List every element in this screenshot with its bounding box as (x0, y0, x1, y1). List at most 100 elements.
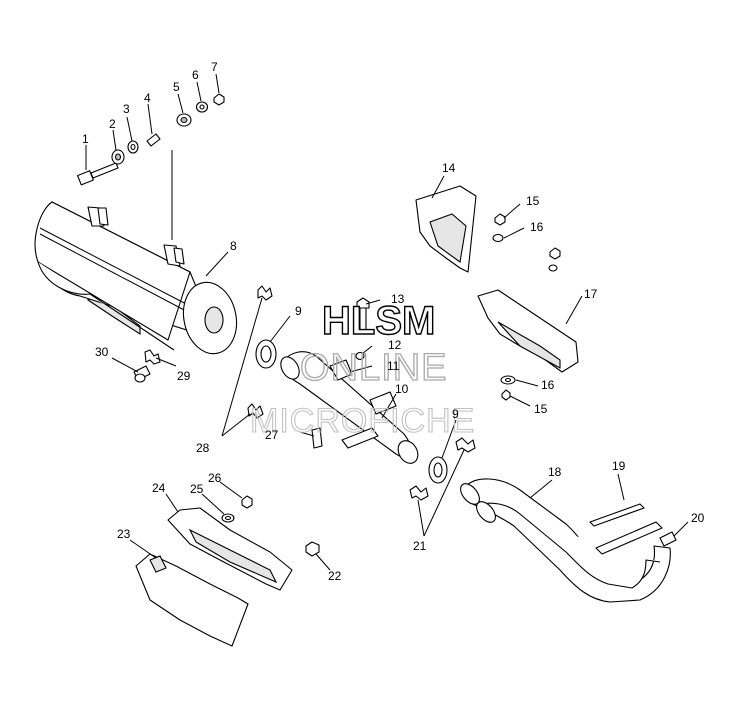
spring-part-21-lower[interactable] (409, 485, 429, 501)
leader-18 (529, 479, 553, 499)
watermark-line-1: HLSM (322, 299, 435, 343)
stud-part-20[interactable] (659, 531, 677, 547)
callout-6: 6 (192, 68, 199, 82)
nut-part-15-lower[interactable] (501, 389, 511, 401)
spring-part-28-upper[interactable] (257, 285, 273, 301)
washer-part-3[interactable] (127, 140, 139, 154)
gasket-part-9-right[interactable] (428, 456, 448, 484)
leader-28-a (221, 297, 263, 437)
leader-28-b (221, 413, 251, 437)
exhaust-pipe-part-10[interactable] (277, 351, 422, 467)
leader-15-upper (503, 203, 521, 219)
screw-part-26[interactable] (241, 495, 253, 509)
heat-shield-bracket-part-14[interactable] (415, 185, 477, 273)
callout-9-left: 9 (295, 304, 302, 318)
callout-21: 21 (413, 539, 427, 553)
washer-part-12[interactable] (355, 351, 365, 361)
nut-part-7[interactable] (213, 93, 225, 106)
callout-18: 18 (548, 465, 562, 479)
callout-23: 23 (117, 527, 131, 541)
leader-16-lower (515, 379, 539, 387)
callout-20: 20 (691, 511, 705, 525)
callout-14: 14 (442, 161, 456, 175)
watermark-line-3: MICROFICHE (250, 402, 475, 440)
leader-16-upper (503, 227, 525, 239)
callout-9-right: 9 (452, 407, 459, 421)
muffler-part-8[interactable] (34, 201, 243, 359)
heat-shield-part-24[interactable] (167, 507, 293, 591)
leader-21-b (417, 499, 425, 537)
callout-30: 30 (95, 345, 109, 359)
callout-24: 24 (152, 481, 166, 495)
callout-27: 27 (265, 428, 279, 442)
spring-part-29[interactable] (144, 349, 161, 365)
leader-27 (299, 431, 315, 437)
stud-part-27[interactable] (311, 427, 323, 449)
leader-23 (129, 539, 157, 559)
exhaust-manifold-part-18[interactable] (457, 478, 671, 603)
leader-3 (126, 116, 133, 142)
gasket-part-19[interactable] (589, 503, 645, 527)
leader-5 (177, 93, 184, 114)
nut-part-22[interactable] (305, 541, 320, 557)
nut-part-15-upper[interactable] (494, 213, 506, 226)
grommet-part-2[interactable] (111, 149, 125, 165)
callout-2: 2 (109, 117, 116, 131)
bolt-part-13[interactable] (356, 297, 370, 333)
callout-25: 25 (190, 482, 204, 496)
callout-22: 22 (328, 569, 342, 583)
callout-13: 13 (391, 292, 405, 306)
callout-15-upper: 15 (526, 194, 540, 208)
leader-19 (617, 473, 625, 501)
callout-7: 7 (211, 60, 218, 74)
callout-12: 12 (388, 338, 402, 352)
leader-4 (147, 103, 153, 135)
callout-16-upper: 16 (530, 220, 544, 234)
leader-20 (673, 521, 689, 537)
callout-16-lower: 16 (541, 378, 555, 392)
washer-part-16-upper[interactable] (492, 233, 504, 243)
leader-12 (361, 345, 373, 355)
callout-1: 1 (82, 132, 89, 146)
spring-part-28-lower[interactable] (247, 403, 264, 419)
callout-8: 8 (230, 239, 237, 253)
callout-3: 3 (123, 102, 130, 116)
watermark-line-2: ONLINE (300, 347, 447, 389)
callout-19: 19 (612, 459, 626, 473)
gasket-part-9-left[interactable] (255, 339, 277, 369)
washer-part-6[interactable] (195, 101, 209, 113)
callout-26: 26 (208, 471, 222, 485)
leader-11 (349, 365, 373, 373)
spring-bracket-part-11[interactable] (341, 427, 379, 449)
leader-10 (381, 393, 397, 419)
washer-part-16-lower[interactable] (500, 375, 516, 385)
mounting-bracket-part-17[interactable] (477, 289, 579, 373)
callout-15-lower: 15 (534, 402, 548, 416)
leader-2 (112, 129, 117, 151)
bushing-part-5[interactable] (176, 113, 192, 127)
spring-part-21-upper[interactable] (455, 437, 476, 453)
bolt-part-1[interactable] (77, 162, 119, 186)
leader-25 (201, 493, 225, 515)
nut-part-15-extra[interactable] (548, 247, 561, 272)
leader-29 (155, 357, 177, 367)
leader-8 (205, 251, 229, 277)
leader-30 (111, 357, 139, 373)
leader-14 (431, 175, 445, 199)
leader-9-right (441, 419, 457, 459)
leader-15-lower (509, 395, 531, 407)
callout-10: 10 (395, 382, 409, 396)
leader-17 (565, 295, 583, 325)
sleeve-part-4[interactable] (146, 133, 161, 147)
heat-shield-part-23[interactable] (135, 553, 249, 647)
screw-part-30[interactable] (133, 365, 151, 383)
washer-part-25[interactable] (221, 513, 235, 523)
callout-28: 28 (196, 441, 210, 455)
leader-21-a (423, 449, 465, 537)
callout-17: 17 (584, 287, 598, 301)
callout-5: 5 (173, 80, 180, 94)
callout-29: 29 (177, 369, 191, 383)
callout-11: 11 (387, 359, 400, 373)
